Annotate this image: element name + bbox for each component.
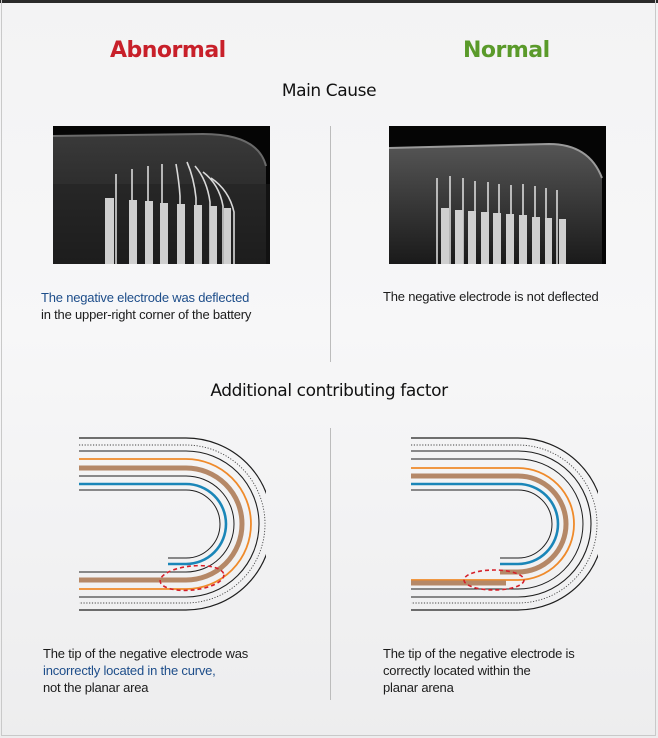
abnormal-additional-caption: The tip of the negative electrode was in… xyxy=(43,645,248,696)
abnormal-xray-image xyxy=(53,126,270,264)
normal-additional-caption-line1: The tip of the negative electrode is xyxy=(383,646,575,661)
abnormal-additional-caption-line1: The tip of the negative electrode was xyxy=(43,646,249,661)
abnormal-electrode-diagram xyxy=(76,432,273,619)
abnormal-heading: Abnormal xyxy=(110,38,226,63)
normal-additional-caption-line2: correctly located within the xyxy=(383,663,531,678)
abnormal-main-caption: The negative electrode was deflected in … xyxy=(41,289,251,323)
abnormal-main-caption-line2: in the upper-right corner of the battery xyxy=(41,307,252,322)
additional-factor-heading: Additional contributing factor xyxy=(210,381,448,401)
top-bar xyxy=(0,0,658,3)
normal-electrode-diagram xyxy=(408,432,605,619)
normal-main-caption: The negative electrode is not deflected xyxy=(383,289,599,304)
normal-xray-image xyxy=(389,126,606,264)
column-divider xyxy=(330,126,331,362)
normal-additional-caption-line3: planar arena xyxy=(383,680,454,695)
abnormal-additional-caption-line2: incorrectly located in the curve, xyxy=(43,663,216,678)
normal-heading: Normal xyxy=(463,38,550,63)
main-cause-heading: Main Cause xyxy=(281,81,377,101)
abnormal-additional-caption-line3: not the planar area xyxy=(43,680,149,695)
column-divider-lower xyxy=(330,428,331,700)
abnormal-main-caption-line1: The negative electrode was deflected xyxy=(41,290,250,305)
normal-additional-caption: The tip of the negative electrode is cor… xyxy=(383,645,575,696)
